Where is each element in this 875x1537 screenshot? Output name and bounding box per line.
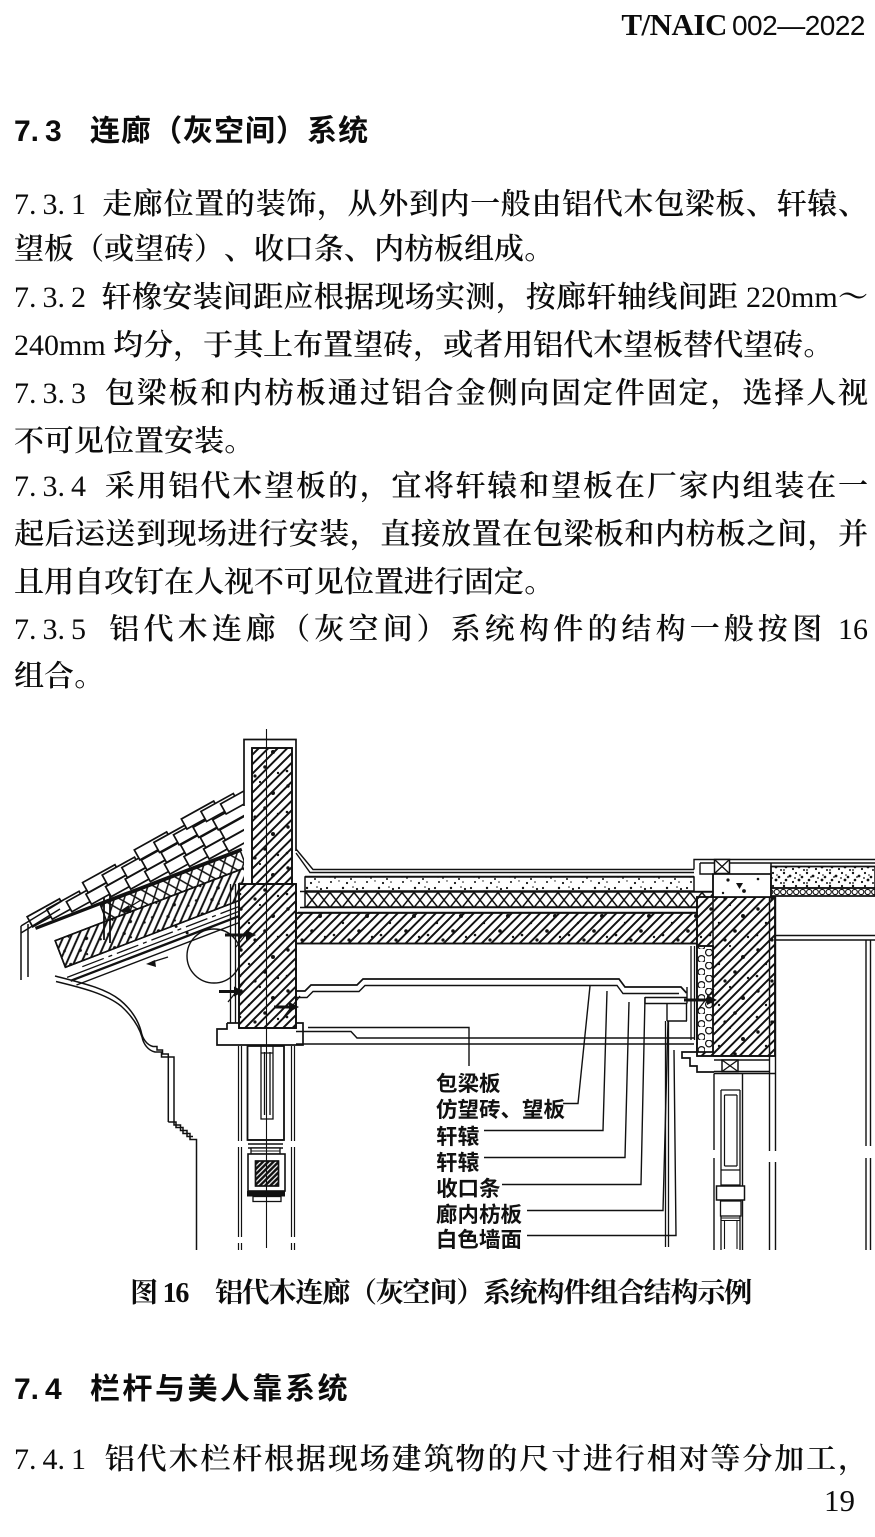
svg-text:仿望砖、望板: 仿望砖、望板 <box>436 1098 565 1122</box>
svg-text:轩辕: 轩辕 <box>436 1151 479 1175</box>
svg-text:轩辕: 轩辕 <box>436 1125 479 1149</box>
svg-text:廊内枋板: 廊内枋板 <box>436 1203 522 1227</box>
svg-text:白色墙面: 白色墙面 <box>436 1228 522 1252</box>
svg-text:包梁板: 包梁板 <box>436 1072 501 1096</box>
svg-text:收口条: 收口条 <box>436 1177 501 1201</box>
